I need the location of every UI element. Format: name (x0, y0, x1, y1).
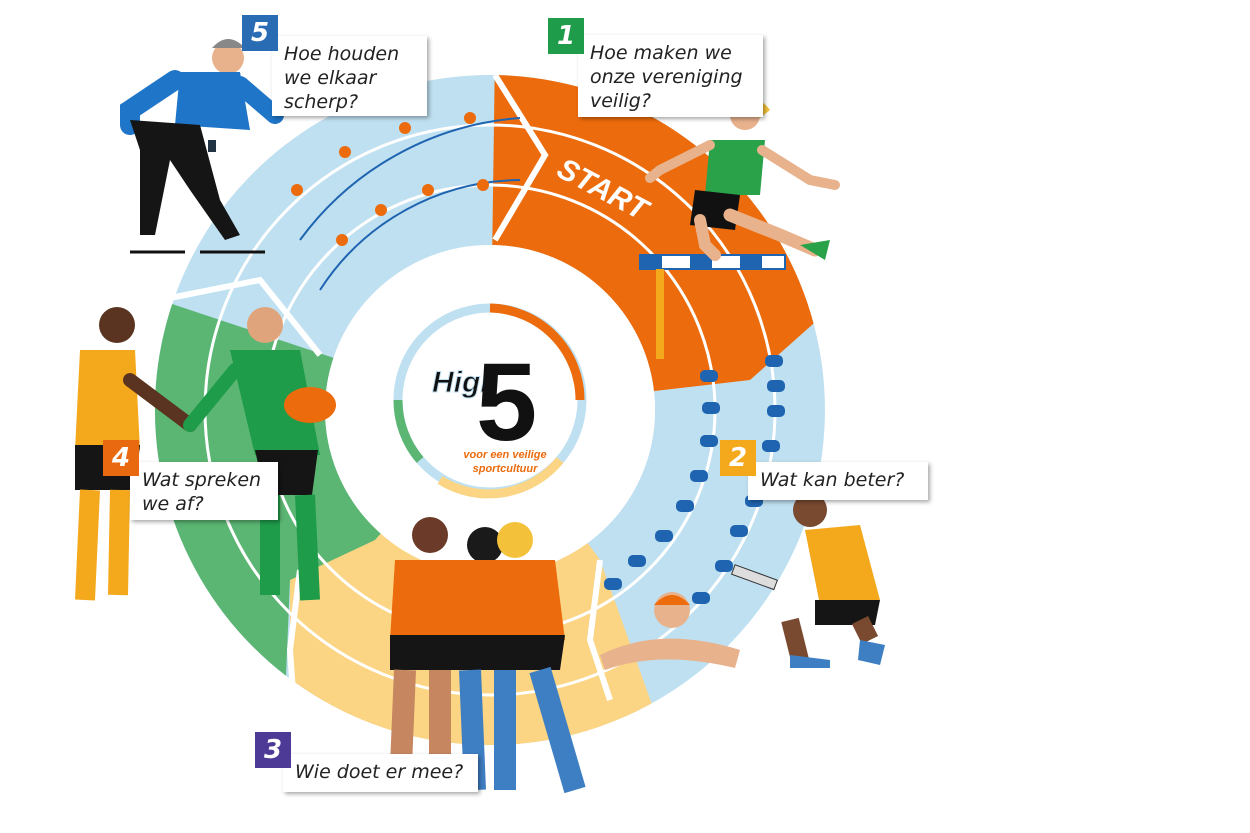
logo-tagline-2: sportcultuur (473, 463, 538, 475)
step-1-badge: 1 (548, 18, 584, 54)
track-lines-blue (299, 117, 521, 291)
step-2-badge: 2 (720, 440, 756, 476)
swimmer-illustration (600, 592, 740, 670)
center-disc (325, 245, 655, 575)
logo-five: 5 (476, 341, 537, 464)
coach-illustration (120, 39, 284, 254)
step-3-badge: 3 (255, 732, 291, 768)
step-1-question: Hoe maken we onze vereniging veilig? (578, 35, 763, 117)
hurdle-illustration (639, 254, 786, 359)
segment-dividers (159, 73, 613, 721)
team-hug-illustration (389, 517, 586, 794)
step-4-question: Wat spreken we af? (130, 462, 278, 520)
lane-buoys (604, 355, 785, 604)
step-2-question: Wat kan beter? (748, 462, 928, 500)
step-3-question: Wie doet er mee? (283, 754, 478, 792)
handshake-illustration (75, 307, 336, 601)
clipboard-coach-illustration (730, 493, 885, 668)
logo-high: High (432, 366, 499, 399)
logo-tagline-1: voor een veilige (463, 449, 546, 461)
step-5-badge: 5 (242, 15, 278, 51)
step-4-badge: 4 (103, 440, 139, 476)
track-dots (291, 112, 489, 246)
logo: High 5 voor een veilige sportcultuur (393, 303, 587, 499)
step-5-question: Hoe houden we elkaar scherp? (272, 36, 427, 116)
